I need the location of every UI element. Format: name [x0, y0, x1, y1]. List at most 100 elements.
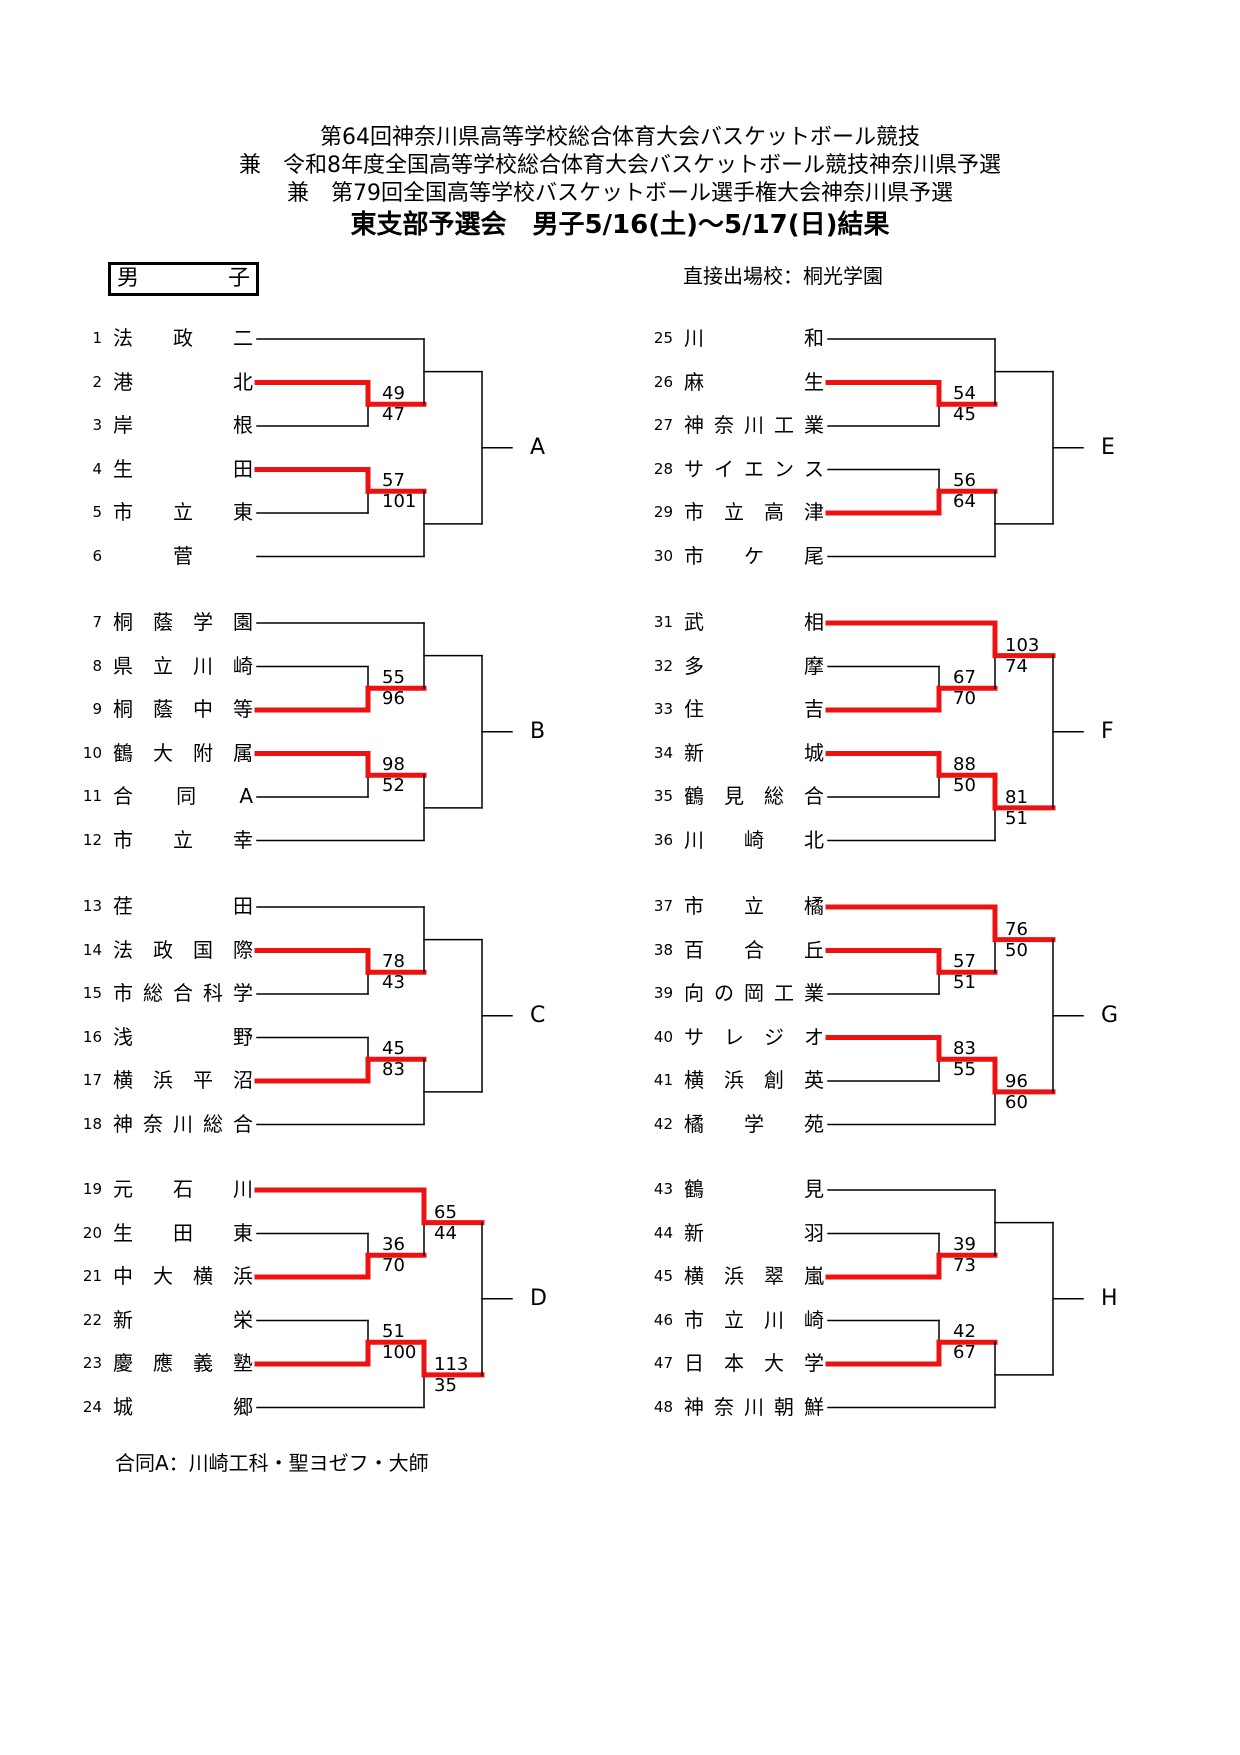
match-score-top: 51 [382, 1321, 405, 1343]
team-number: 45 [653, 1267, 673, 1285]
team-name: 日本大学 [684, 1351, 824, 1375]
team-number: 8 [92, 656, 102, 675]
team-name: 横浜翠嵐 [684, 1264, 824, 1288]
match-score-top: 45 [382, 1038, 405, 1060]
team-name: 市 ケ 尾 [684, 543, 824, 568]
team-number: 9 [92, 700, 102, 718]
match-score-bottom: 50 [953, 775, 976, 797]
team-number: 30 [653, 546, 673, 565]
block-label: C [530, 1002, 546, 1028]
team-name: 多 摩 [684, 653, 824, 678]
team-name: 神奈川総合 [113, 1111, 253, 1136]
team-name: 荏 田 [113, 894, 253, 918]
header-line2: 兼 令和8年度全国高等学校総合体育大会バスケットボール競技神奈川県予選 [239, 153, 1001, 178]
block-label: F [1101, 718, 1114, 744]
team-name: サレジオ [684, 1024, 824, 1049]
team-name: 百 合 丘 [684, 937, 824, 962]
team-name: 港 北 [113, 369, 253, 394]
match-score-top: 88 [953, 754, 976, 776]
team-number: 10 [82, 743, 102, 762]
match-score-bottom: 43 [382, 972, 405, 994]
team-number: 33 [653, 700, 673, 718]
team-name: 新 羽 [684, 1220, 824, 1245]
team-number: 15 [82, 984, 102, 1002]
match-score-top: 78 [382, 951, 405, 973]
team-name: 法 政 二 [113, 326, 253, 350]
team-number: 2 [92, 372, 102, 391]
match-score-top: 57 [382, 470, 405, 492]
semi-score-bottom: 51 [1005, 807, 1028, 829]
semi-score-top: 103 [1005, 634, 1040, 656]
team-number: 5 [92, 503, 102, 521]
team-name: 鶴大附属 [113, 740, 253, 765]
team-name: 浅 野 [113, 1024, 253, 1049]
team-number: 29 [653, 503, 673, 521]
block-label: E [1101, 434, 1115, 460]
team-number: 36 [653, 830, 673, 849]
match-score-bottom: 96 [382, 688, 405, 710]
semi-score-top: 96 [1005, 1070, 1028, 1092]
team-name: 生 田 [113, 456, 253, 481]
semi-score-bottom: 60 [1005, 1091, 1028, 1113]
team-name: 城 郷 [113, 1394, 253, 1419]
team-name: 新 栄 [113, 1307, 253, 1332]
team-name: 向の岡工業 [684, 981, 824, 1005]
match-score-top: 55 [382, 667, 405, 689]
block-label: G [1101, 1002, 1119, 1028]
match-score-top: 83 [953, 1038, 976, 1060]
match-score-bottom: 52 [382, 775, 405, 797]
joint-team-note: 合同A：川崎工科・聖ヨゼフ・大師 [115, 1451, 429, 1475]
page-title: 東支部予選会 男子5/16(土)～5/17(日)結果 [350, 210, 890, 240]
match-score-bottom: 100 [382, 1342, 417, 1364]
team-number: 11 [82, 787, 102, 805]
team-number: 32 [653, 656, 673, 675]
team-name: 慶應義塾 [113, 1351, 253, 1375]
header-line3: 兼 第79回全国高等学校バスケットボール選手権大会神奈川県予選 [287, 181, 953, 206]
team-number: 21 [82, 1267, 102, 1285]
team-name: 合 同 A [113, 784, 253, 808]
team-name: 市立川崎 [684, 1307, 824, 1332]
gender-box: 男 子 [108, 262, 259, 296]
team-number: 39 [653, 984, 673, 1002]
team-number: 12 [82, 830, 102, 849]
match-score-bottom: 45 [953, 404, 976, 426]
header-line1: 第64回神奈川県高等学校総合体育大会バスケットボール競技 [320, 125, 920, 150]
team-number: 22 [82, 1310, 102, 1329]
team-name: 市総合科学 [113, 981, 253, 1005]
team-number: 43 [653, 1180, 673, 1198]
match-score-bottom: 70 [953, 688, 976, 710]
semi-score-top: 113 [434, 1353, 469, 1375]
match-score-top: 49 [382, 383, 405, 405]
match-score-top: 36 [382, 1234, 405, 1256]
team-name: 中大横浜 [113, 1264, 253, 1288]
gender-char-1: 男 [117, 266, 140, 291]
team-number: 40 [653, 1027, 673, 1046]
team-number: 20 [82, 1223, 102, 1242]
match-score-top: 39 [953, 1234, 976, 1256]
team-name: サイエンス [684, 456, 824, 481]
team-number: 26 [653, 372, 673, 391]
team-name: 横浜創英 [684, 1068, 824, 1092]
team-name: 橘 学 苑 [684, 1111, 824, 1136]
team-number: 13 [82, 897, 102, 915]
match-score-bottom: 73 [953, 1255, 976, 1277]
match-score-bottom: 47 [382, 404, 405, 426]
match-score-bottom: 64 [953, 491, 976, 513]
match-score-bottom: 70 [382, 1255, 405, 1277]
team-name: 神奈川朝鮮 [684, 1394, 824, 1419]
match-score-bottom: 67 [953, 1342, 976, 1364]
semi-score-bottom: 35 [434, 1374, 457, 1396]
team-name: 住 吉 [684, 697, 824, 721]
team-name: 県立川崎 [113, 653, 253, 678]
team-name: 法政国際 [113, 937, 253, 962]
semi-score-top: 76 [1005, 918, 1028, 940]
semi-score-top: 81 [1005, 786, 1028, 808]
team-number: 47 [653, 1354, 673, 1372]
team-name: 市 立 東 [113, 500, 253, 524]
team-name: 横浜平沼 [113, 1068, 253, 1092]
team-number: 25 [653, 329, 673, 347]
team-number: 14 [82, 940, 102, 959]
block-label: A [530, 434, 546, 460]
team-name: 桐蔭学園 [113, 610, 253, 634]
team-number: 7 [92, 613, 102, 631]
